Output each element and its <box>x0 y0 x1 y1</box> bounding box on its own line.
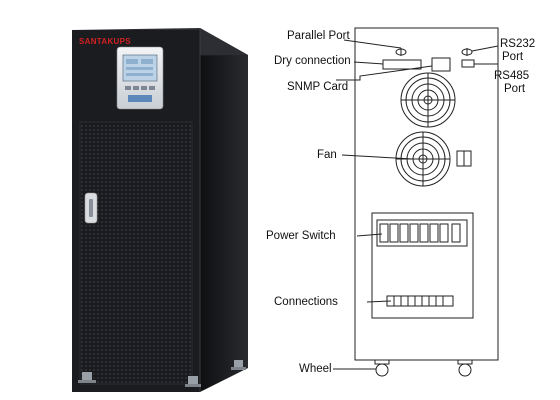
rear-view-diagram <box>333 27 499 377</box>
breakers <box>379 223 461 243</box>
panel-buttons <box>125 86 155 90</box>
leader-fan <box>341 154 414 160</box>
label-connections: Connections <box>274 296 338 308</box>
rs485-port <box>461 59 475 68</box>
leader-connections <box>366 300 392 303</box>
panel-badge <box>128 95 152 102</box>
dry-connection-port <box>382 59 422 70</box>
fan-upper <box>400 72 456 128</box>
fan-lower <box>395 131 451 187</box>
label-dry-connection: Dry connection <box>274 55 351 67</box>
perforated-door <box>79 121 193 385</box>
leader-parallel-port <box>343 39 402 49</box>
leader-snmp-card <box>336 65 433 81</box>
leader-rs232 <box>471 45 499 52</box>
label-power-switch: Power Switch <box>266 230 336 242</box>
label-rs232-line2: Port <box>502 51 524 63</box>
leader-power-switch <box>356 233 383 237</box>
label-rs232-line1: RS232 <box>500 38 536 50</box>
terminals <box>393 296 444 306</box>
wheel-right <box>457 359 473 377</box>
label-fan: Fan <box>317 149 337 161</box>
foot <box>82 372 92 381</box>
leader-dry-connection <box>353 61 384 65</box>
switch-panel <box>371 212 474 319</box>
label-rs232-port: RS232 Port <box>500 38 535 64</box>
label-wheel: Wheel <box>299 363 332 375</box>
cabinet-side <box>200 28 248 392</box>
label-rs485-line2: Port <box>504 83 526 95</box>
label-rs485-port: RS485 Port <box>494 70 529 96</box>
label-rs485-line1: RS485 <box>494 70 530 82</box>
snmp-card <box>431 57 451 72</box>
foot <box>234 360 243 368</box>
brand-logo: SANTAKUPS <box>79 37 131 46</box>
breaker-block <box>376 219 468 247</box>
foot <box>188 376 198 385</box>
wheel-left <box>374 359 390 377</box>
label-snmp-card: SNMP Card <box>287 81 349 93</box>
rear-outline <box>354 27 499 361</box>
label-parallel-port: Parallel Port <box>287 30 350 42</box>
